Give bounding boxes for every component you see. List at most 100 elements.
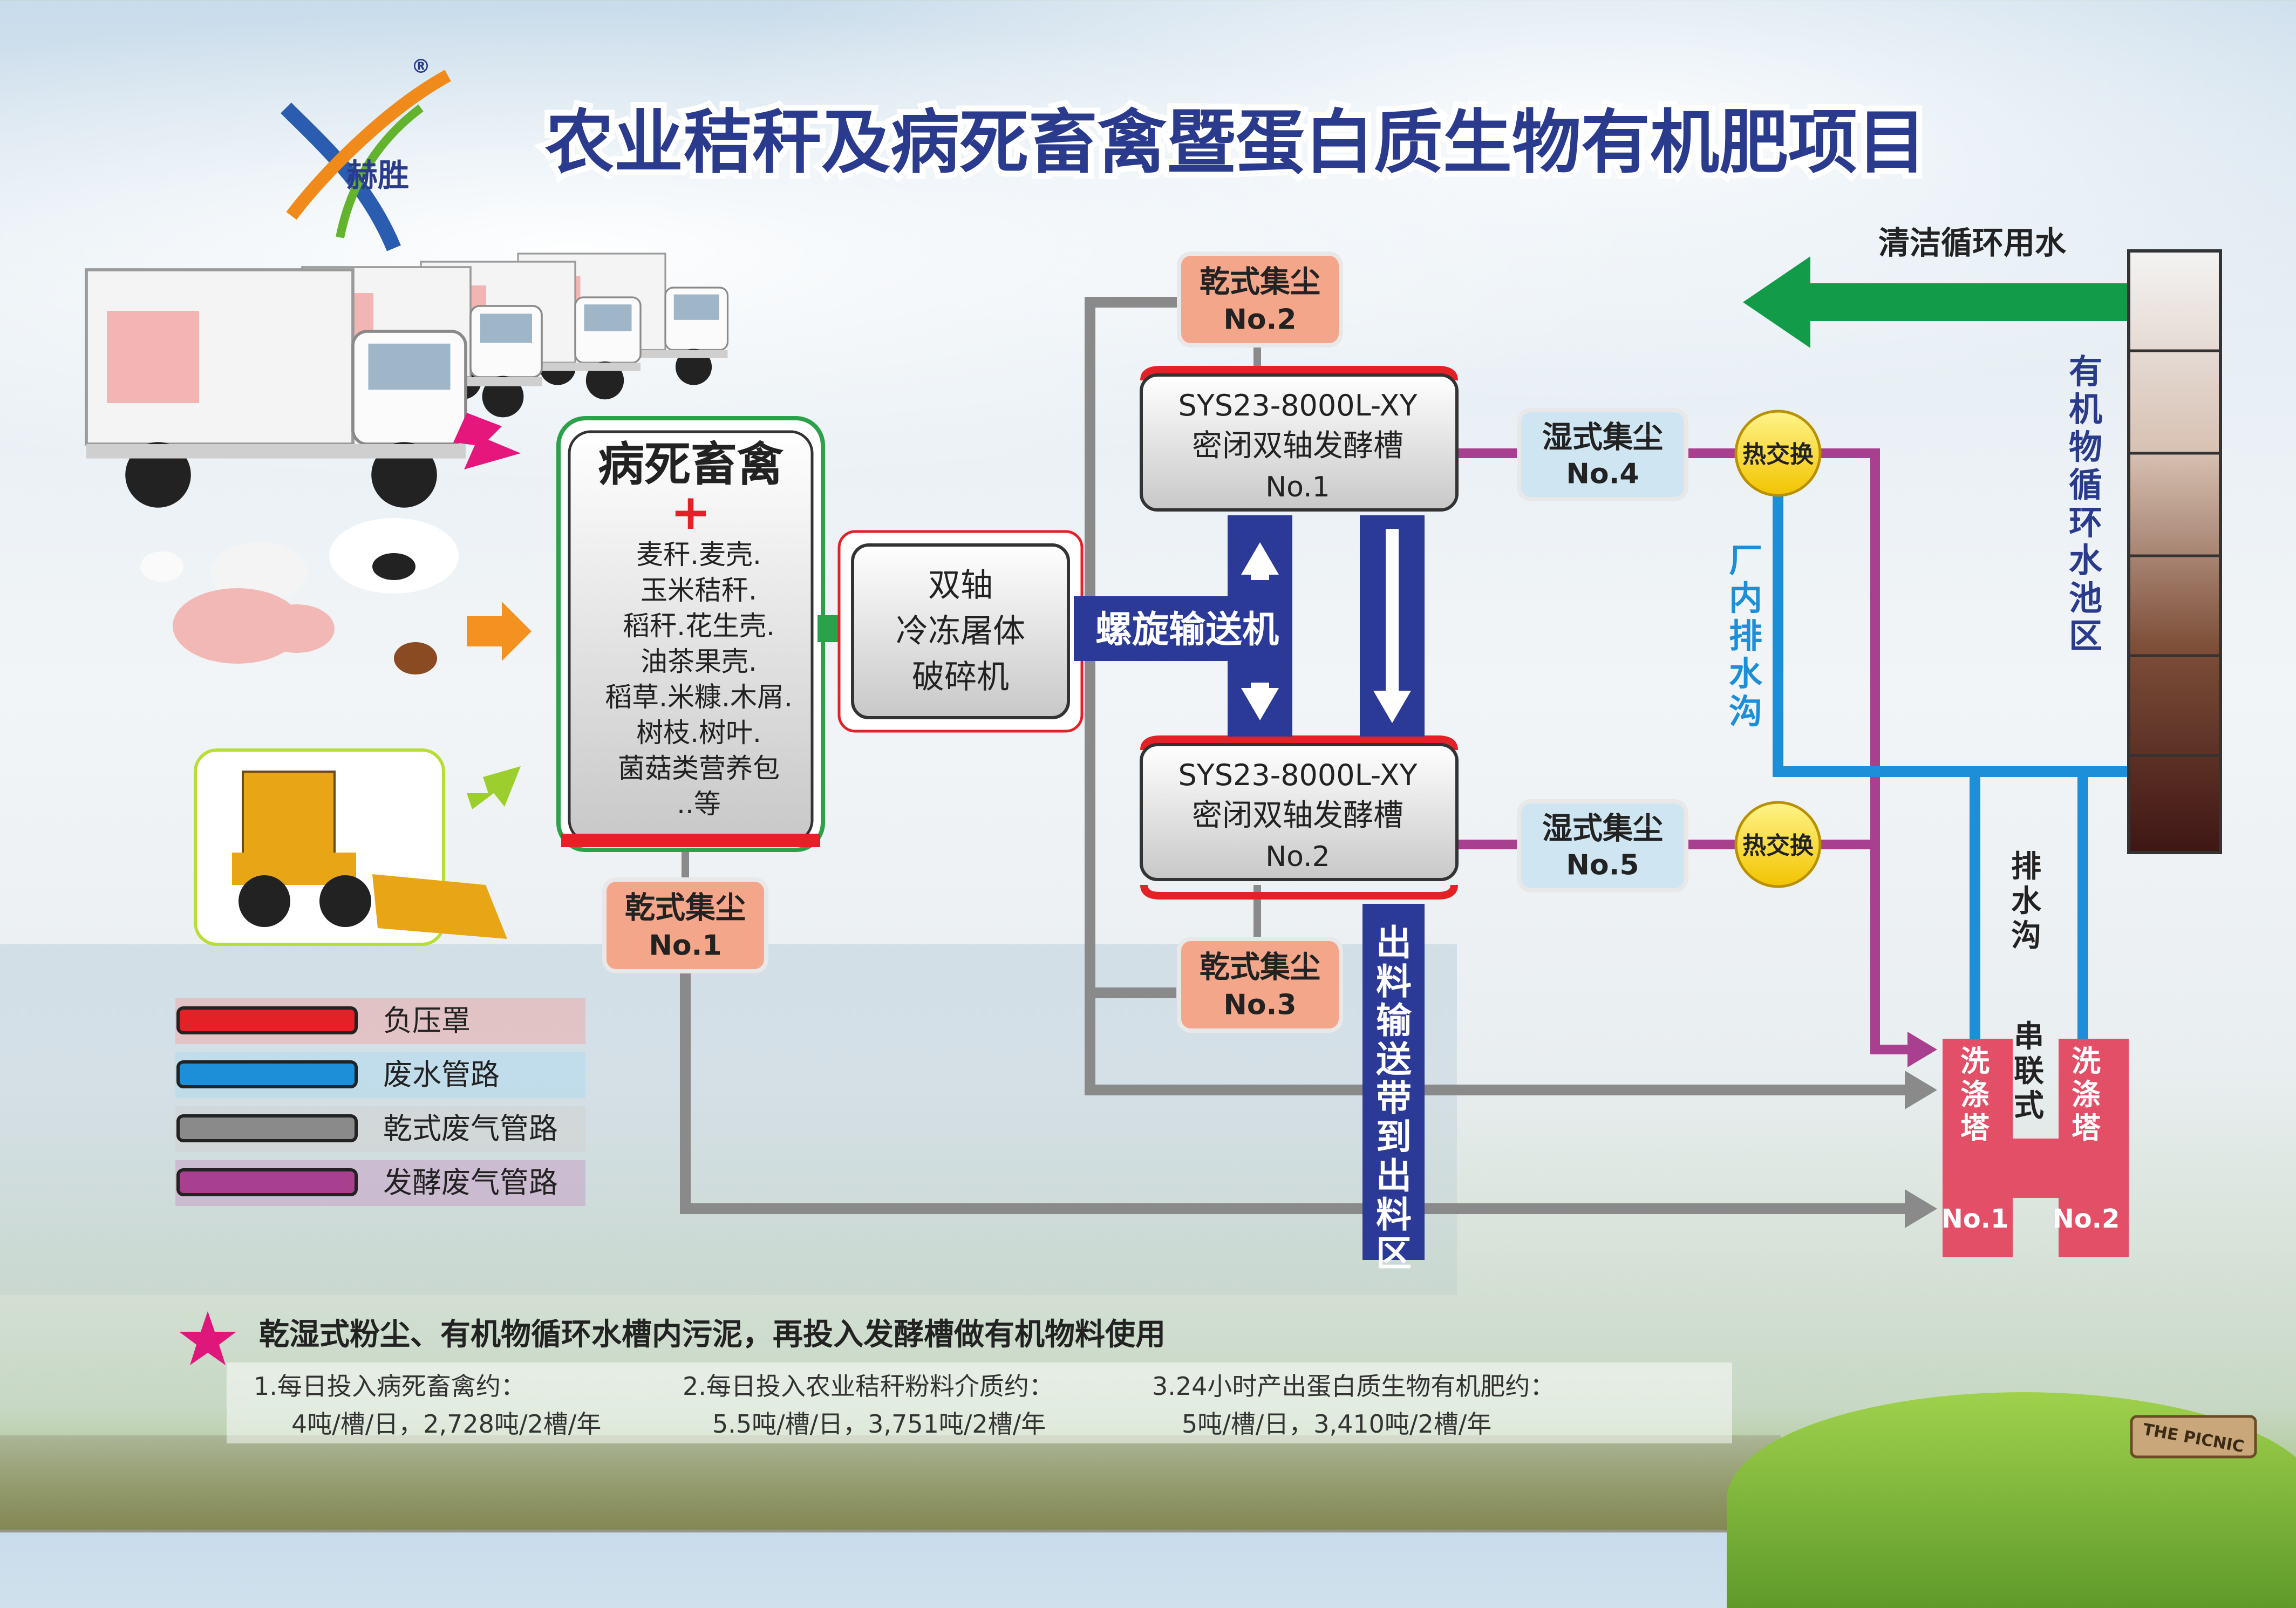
wheel [371,442,437,508]
in-plant-ditch-label-char: 沟 [1729,692,1762,731]
legend-swatch [176,1060,358,1088]
input-item: 稻草.米糠.木屑. [605,682,793,713]
input-item: 稻秆.花生壳. [623,610,775,642]
pig-illustration [259,604,335,653]
crusher-label: 破碎机 [912,658,1009,696]
ferment-exhaust-arrowhead [1907,1032,1937,1067]
negative-pressure-hood [561,834,820,847]
stats-panel [227,1362,1732,1443]
wet_dust_4 [1517,408,1688,501]
legend-swatch [176,1114,358,1142]
truck-box [85,268,355,446]
stat-title: 1.每日投入病死畜禽约： [254,1372,526,1401]
stat-value: 4吨/槽/日，2,728吨/2槽/年 [291,1409,601,1439]
wet_dust_5-number: No.5 [1566,849,1639,881]
input-item: 树枝.树叶. [636,717,761,748]
magenta-arrow [453,413,521,469]
wash-tower-2-label-char: 洗 [2072,1044,2101,1078]
dry_dust_2-number: No.2 [1223,303,1296,336]
tank_1 [1140,373,1459,512]
dry_dust_3-label: 乾式集尘 [1200,950,1320,985]
dry-exhaust-pipe [680,971,1921,1214]
negative-pressure-hood [1140,735,1458,751]
wheel [585,361,624,400]
in-plant-ditch-label-char: 厂 [1729,541,1762,580]
discharge-belt-label-char: 送 [1376,1039,1412,1080]
series-label-char: 式 [2014,1088,2044,1123]
series-label-char: 联 [2014,1054,2044,1089]
wet_dust_4-label: 湿式集尘 [1542,420,1663,455]
orange-arrow [467,602,532,661]
down-arrow-icon [1241,683,1279,720]
up-arrow-icon [1241,542,1279,580]
dry-exhaust-arrowhead [1905,1071,1937,1109]
discharge-belt-label-char: 料 [1376,961,1412,1003]
green-arrow [467,766,521,809]
truck-window [673,294,719,320]
dry-exhaust-pipe [1085,297,1921,1095]
heat-exchanger [1734,410,1822,497]
wash-tower-2-label-char: 涤 [2072,1078,2101,1112]
wash-tower-1-number: No.1 [1941,1204,2009,1234]
pool-label-char: 环 [2069,503,2102,542]
discharge-belt-label-char: 出 [1376,922,1412,964]
wet_dust_5-label: 湿式集尘 [1542,811,1663,846]
plus-sign: + [670,484,711,541]
dry_dust_1 [602,877,768,973]
pool-label-char: 区 [2069,616,2102,656]
truck-window [584,304,632,331]
goose-illustration [140,551,183,582]
wash-tower-2-number: No.2 [2053,1204,2120,1234]
negative-pressure-hood [1140,884,1458,900]
input-item: 麦秆.麦壳. [636,539,761,570]
series-label: 串联式 [2014,1019,2044,1123]
goat-illustration [210,542,308,602]
picnic-sign [2130,1415,2257,1459]
wastewater-pipe [1773,496,2134,777]
crusher [851,543,1070,719]
screw-conveyor-body [1074,596,1284,661]
down-arrow-shaft [1386,529,1399,691]
ground-background [0,1435,1781,1532]
tank_2-model: SYS23-8000L-XY [1178,758,1418,792]
decor-layer [85,70,2257,1459]
legend-swatch [176,1168,358,1196]
pool-label-char: 循 [2069,465,2102,505]
page-title: 农业秸秆及病死畜禽暨蛋白质生物有机肥项目 [545,103,1926,183]
tank_1-name: 密闭双轴发酵槽 [1192,428,1404,464]
stat-title: 3.24小时产出蛋白质生物有机肥约： [1152,1372,1555,1401]
crusher-label: 双轴 [928,567,993,604]
screw-conveyor-label: 螺旋输送机 [1095,609,1279,651]
legend-label: 乾式废气管路 [383,1112,558,1146]
truck-chassis [86,444,466,459]
pool-label-char: 有 [2069,352,2102,391]
wash-tower-1-label: 洗涤塔 [1960,1044,1990,1145]
in-plant-ditch-label-char: 排 [1729,616,1762,656]
text-layer: 赫胜®农业秸秆及病死畜禽暨蛋白质生物有机肥项目农业秸秆及病死畜禽暨蛋白质生物有机… [179,56,2245,1456]
dry-exhaust-arrowhead [1905,1189,1937,1228]
tank_2 [1140,743,1459,881]
page-title-outline: 农业秸秆及病死畜禽暨蛋白质生物有机肥项目 [545,103,1926,183]
circulation-pool [2127,249,2222,854]
wash-tower [1943,1039,2129,1257]
wash-tower-1-label-char: 塔 [1960,1111,1990,1145]
wash-tower-1-label-char: 涤 [1960,1078,1990,1112]
wet_dust_5 [1517,799,1688,892]
legend-label: 发酵废气管路 [383,1166,558,1200]
wash-tower-2-label: 洗涤塔 [2072,1044,2101,1145]
input-box-title: 病死畜禽 [598,438,784,492]
heat-exchanger [1734,801,1822,888]
dry_dust_1-number: No.1 [649,929,721,962]
discharge-belt [1362,904,1425,1260]
dry_dust_3-number: No.3 [1223,989,1296,1021]
loader-wheel [319,875,371,927]
truck-illustration [85,268,467,508]
discharge-belt-label-char: 到 [1376,1116,1412,1158]
in-plant-ditch-label-char: 内 [1729,578,1762,618]
clean-water-label: 清洁循环用水 [1878,224,2067,261]
discharge-belt-label-char: 区 [1376,1233,1412,1275]
drain-ditch-label-char: 排 [2011,849,2041,884]
tank_2-number: No.2 [1265,841,1330,873]
